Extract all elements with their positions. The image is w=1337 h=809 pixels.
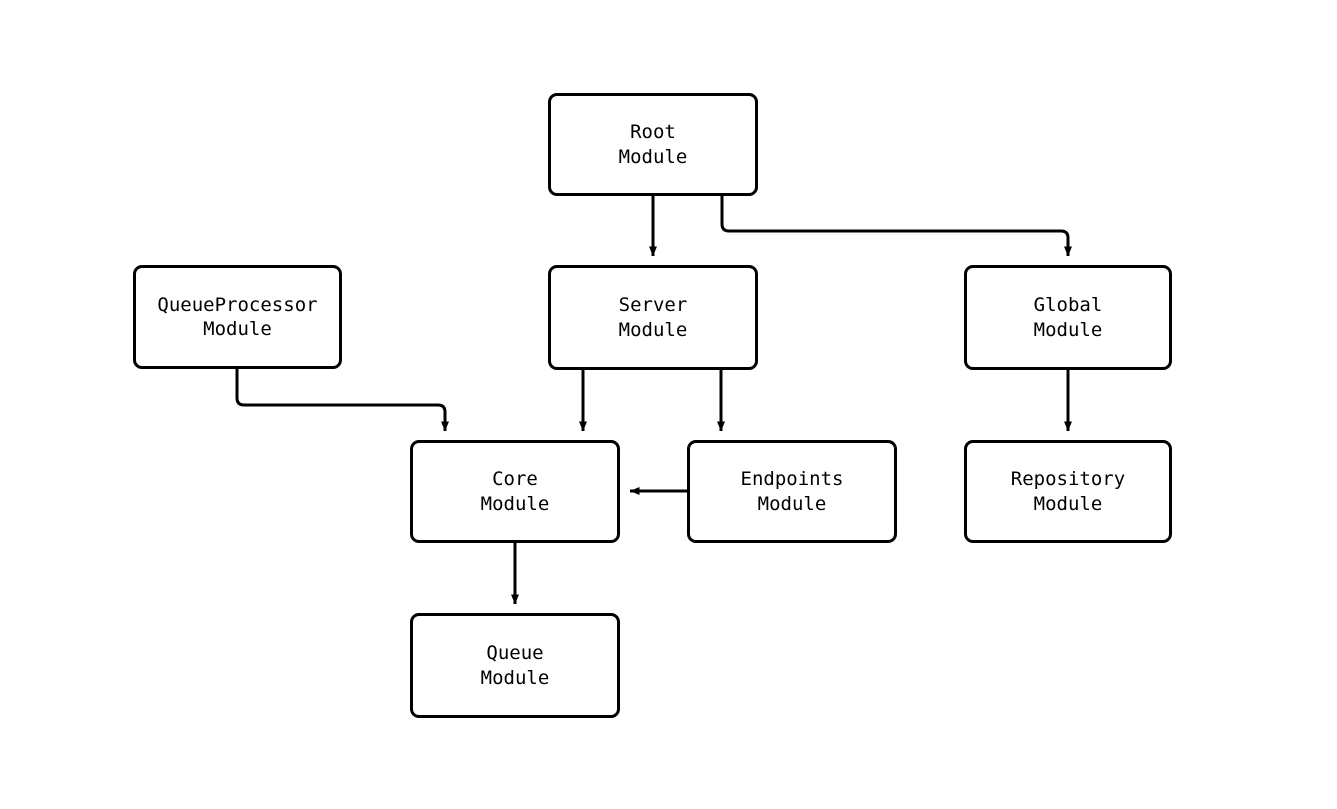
node-repository-module-label-line1: Repository bbox=[1010, 468, 1126, 491]
node-endpoints-module[interactable]: Endpoints Module bbox=[687, 440, 897, 543]
node-global-module-label-line1: Global bbox=[1033, 294, 1103, 317]
node-endpoints-module-label-line2: Module bbox=[757, 492, 827, 515]
node-core-module-label-line2: Module bbox=[480, 492, 550, 515]
node-queue-module-label-line2: Module bbox=[480, 666, 550, 689]
node-queue-module-label-line1: Queue bbox=[486, 642, 544, 665]
node-core-module-label-line1: Core bbox=[492, 468, 538, 491]
node-global-module-label-line2: Module bbox=[1033, 318, 1103, 341]
edge-queueprocessor-to-core bbox=[235, 369, 449, 432]
node-root-module-label-line2: Module bbox=[618, 145, 688, 168]
node-queueprocessor-module-label-line1: QueueProcessor bbox=[157, 293, 318, 316]
node-repository-module[interactable]: Repository Module bbox=[964, 440, 1172, 543]
node-repository-module-label-line2: Module bbox=[1033, 492, 1103, 515]
node-server-module-label-line2: Module bbox=[618, 318, 688, 341]
node-server-module-label-line1: Server bbox=[618, 294, 688, 317]
edge-root-to-global bbox=[720, 196, 1072, 257]
node-endpoints-module-label-line1: Endpoints bbox=[740, 468, 844, 491]
node-queueprocessor-module-label-line2: Module bbox=[203, 318, 272, 340]
node-root-module-label-line1: Root bbox=[630, 121, 676, 144]
node-core-module[interactable]: Core Module bbox=[410, 440, 620, 543]
node-root-module[interactable]: Root Module bbox=[548, 93, 758, 196]
node-queue-module[interactable]: Queue Module bbox=[410, 613, 620, 718]
node-queueprocessor-module[interactable]: QueueProcessor Module bbox=[133, 265, 342, 369]
node-global-module[interactable]: Global Module bbox=[964, 265, 1172, 370]
node-server-module[interactable]: Server Module bbox=[548, 265, 758, 370]
